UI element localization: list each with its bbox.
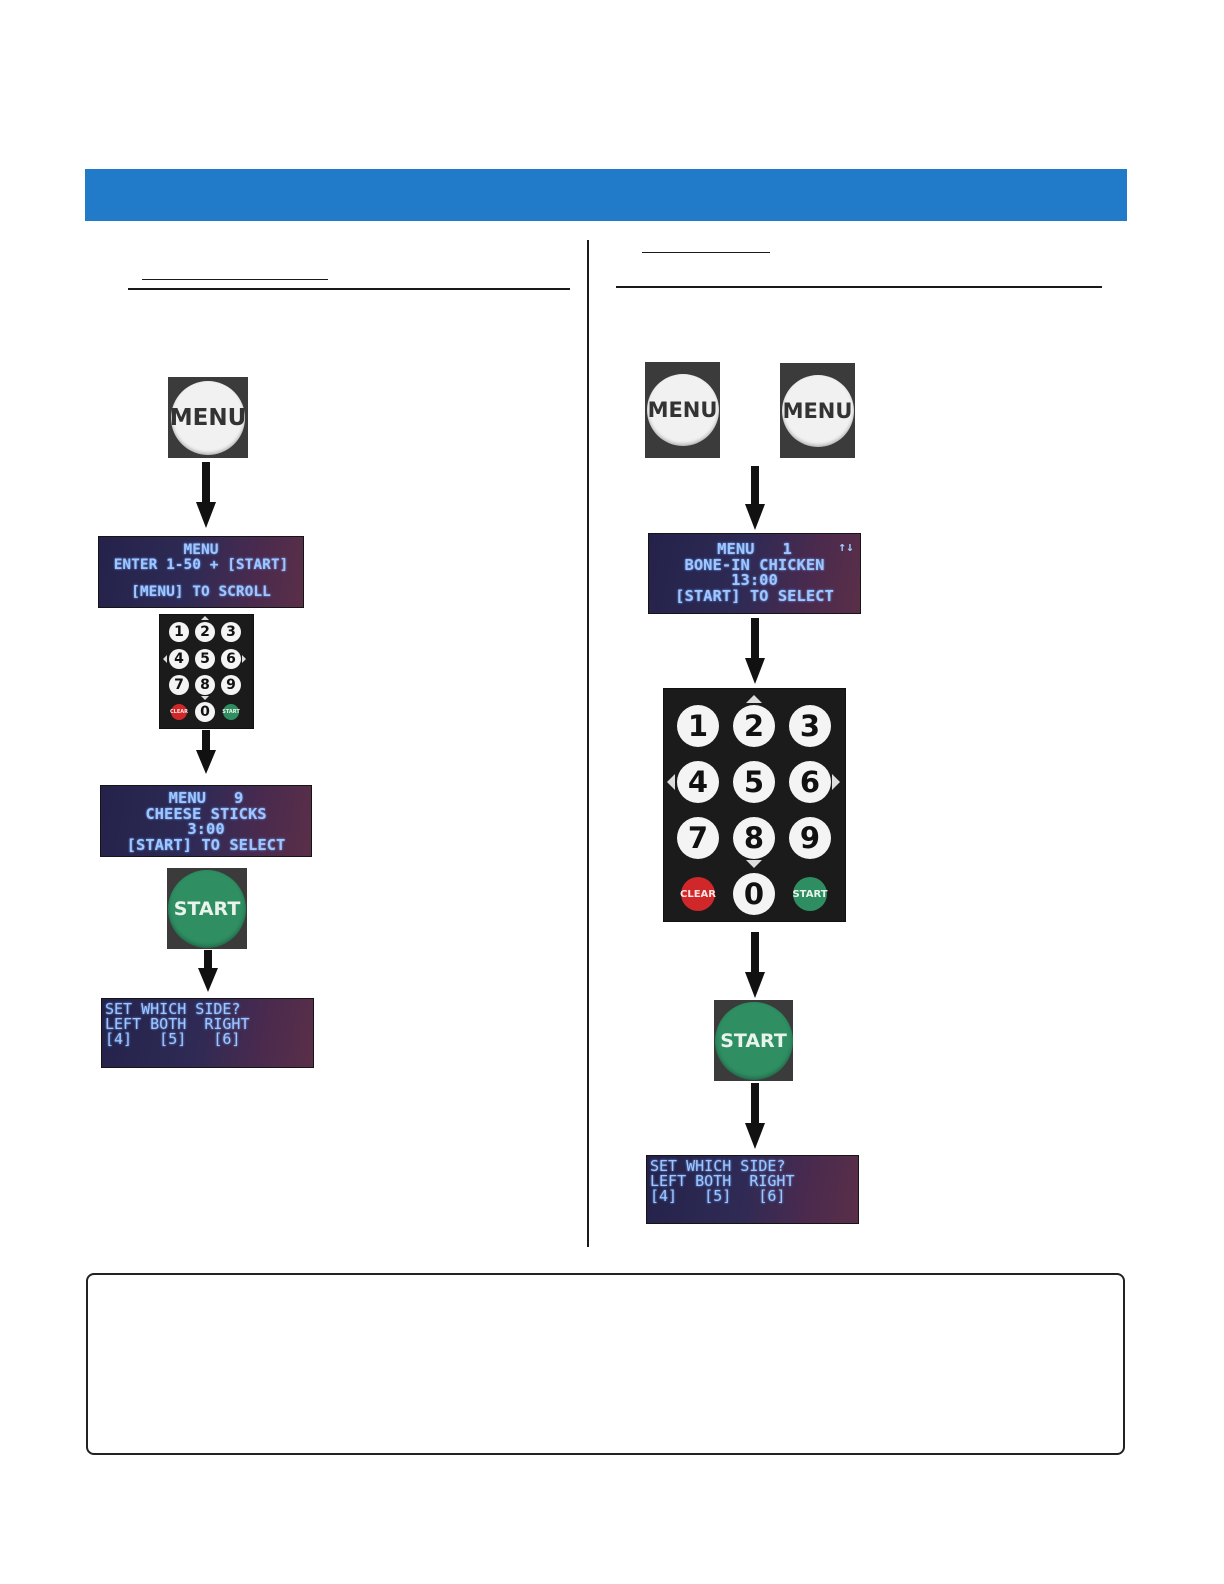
up-triangle-icon — [201, 616, 209, 620]
left-heading-underline — [142, 279, 328, 280]
lcd-line: [MENU] TO SCROLL — [99, 585, 303, 600]
lcd-line: [4] [5] [6] — [650, 1189, 858, 1204]
left-section-rule — [128, 288, 570, 290]
right-heading-underline — [642, 252, 770, 253]
lcd-line: [START] TO SELECT — [649, 589, 860, 605]
down-arrow-icon — [745, 618, 765, 684]
lcd-line: [4] [5] [6] — [105, 1032, 313, 1047]
lcd-display-bone-in-chicken: MENU 1 BONE-IN CHICKEN 13:00 [START] TO … — [648, 533, 861, 614]
keypad-key-0: 0 — [733, 873, 775, 915]
keypad-key-2: 2 — [195, 622, 215, 642]
right-menu-button-photo-2: MENU — [780, 363, 855, 458]
keypad-key-7: 7 — [677, 817, 719, 859]
menu-button: MENU — [171, 381, 245, 455]
header-banner — [85, 169, 1127, 221]
keypad-key-9: 9 — [221, 675, 241, 695]
keypad-key-3: 3 — [789, 705, 831, 747]
keypad-key-4: 4 — [677, 761, 719, 803]
down-arrow-icon — [196, 730, 216, 774]
right-menu-button-photo-1: MENU — [645, 362, 720, 458]
lcd-line: MENU — [99, 543, 303, 558]
keypad-key-6: 6 — [789, 761, 831, 803]
right-start-button-photo: START — [714, 1000, 793, 1081]
keypad-key-clear: CLEAR — [171, 704, 187, 720]
left-triangle-icon — [163, 655, 167, 663]
keypad-key-9: 9 — [789, 817, 831, 859]
lcd-line: [START] TO SELECT — [101, 838, 311, 854]
lcd-display-menu-entry: MENU ENTER 1-50 + [START] [MENU] TO SCRO… — [98, 536, 304, 608]
keypad-key-3: 3 — [221, 622, 241, 642]
keypad-key-5: 5 — [733, 761, 775, 803]
keypad-key-start: START — [223, 704, 239, 720]
left-menu-button-photo: MENU — [168, 377, 248, 458]
keypad-key-start: START — [793, 877, 827, 911]
keypad-key-5: 5 — [195, 649, 215, 669]
right-triangle-icon — [242, 655, 246, 663]
note-box — [86, 1273, 1125, 1455]
down-triangle-icon — [201, 696, 209, 700]
keypad-key-4: 4 — [169, 649, 189, 669]
lcd-display-set-side: SET WHICH SIDE? LEFT BOTH RIGHT [4] [5] … — [646, 1155, 859, 1224]
keypad-key-8: 8 — [733, 817, 775, 859]
keypad-key-8: 8 — [195, 675, 215, 695]
keypad-key-2: 2 — [733, 705, 775, 747]
down-triangle-icon — [746, 860, 762, 868]
keypad-key-1: 1 — [169, 622, 189, 642]
down-arrow-icon — [196, 462, 216, 528]
scroll-arrows-icon: ↑↓ — [838, 540, 854, 555]
start-button: START — [715, 1002, 793, 1080]
keypad-key-7: 7 — [169, 675, 189, 695]
left-triangle-icon — [667, 774, 675, 790]
lcd-display-set-side: SET WHICH SIDE? LEFT BOTH RIGHT [4] [5] … — [101, 998, 314, 1068]
lcd-line: ENTER 1-50 + [START] — [99, 558, 303, 573]
up-triangle-icon — [746, 695, 762, 703]
down-arrow-icon — [745, 932, 765, 998]
right-section-rule — [616, 286, 1102, 288]
start-button: START — [168, 870, 246, 948]
keypad-key-6: 6 — [221, 649, 241, 669]
menu-button: MENU — [782, 375, 854, 447]
lcd-display-cheese-sticks: MENU 9 CHEESE STICKS 3:00 [START] TO SEL… — [100, 785, 312, 857]
column-divider — [587, 240, 589, 1247]
down-arrow-icon — [745, 466, 765, 530]
keypad-key-0: 0 — [195, 702, 215, 722]
down-arrow-icon — [745, 1083, 765, 1149]
right-triangle-icon — [832, 774, 840, 790]
keypad-key-clear: CLEAR — [681, 877, 715, 911]
menu-button: MENU — [647, 374, 719, 446]
left-start-button-photo: START — [167, 868, 247, 949]
down-arrow-icon — [198, 950, 218, 992]
keypad-key-1: 1 — [677, 705, 719, 747]
